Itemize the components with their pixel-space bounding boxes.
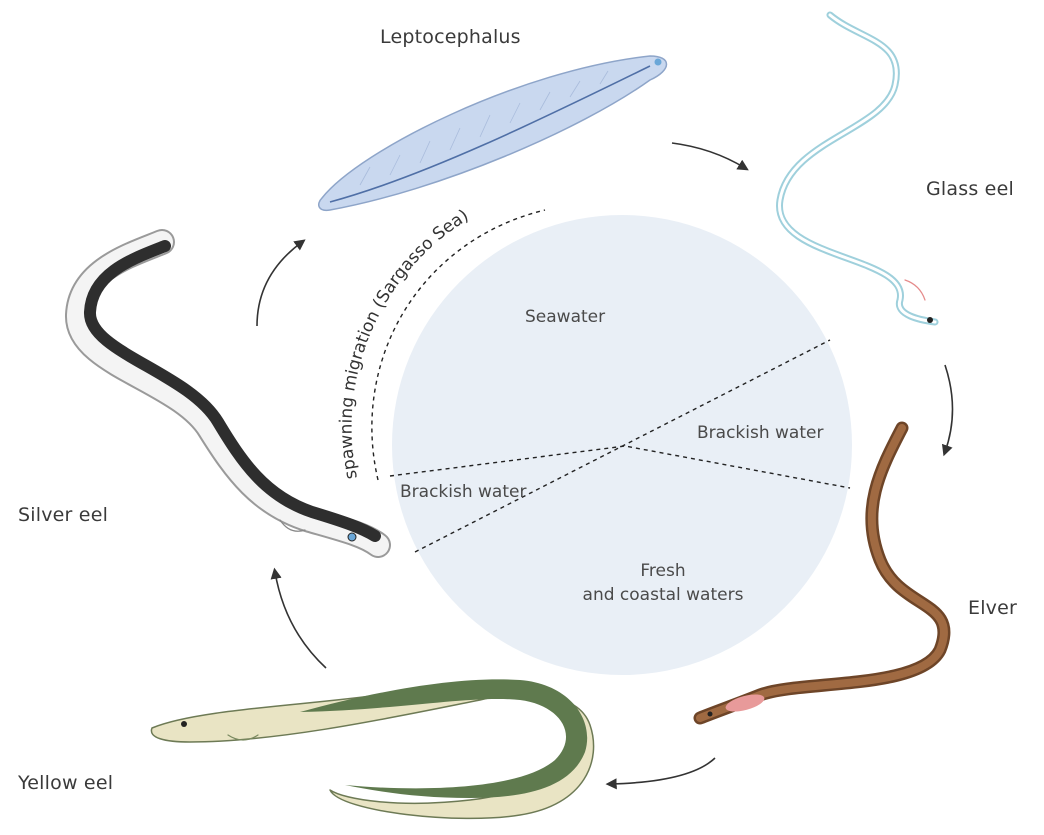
zone-fresh-line1: Fresh	[548, 561, 778, 581]
arrow-glass-to-elver	[945, 365, 953, 452]
zone-brackish-left: Brackish water	[400, 482, 526, 502]
glass-eel-illustration	[779, 15, 935, 323]
water-zones-circle	[392, 215, 852, 675]
label-silver-eel: Silver eel	[18, 504, 108, 526]
arrow-yellow-to-silver	[275, 572, 326, 668]
label-yellow-eel: Yellow eel	[18, 772, 113, 794]
label-elver: Elver	[968, 597, 1017, 619]
silver-eel-illustration	[78, 242, 378, 545]
leptocephalus-larva-illustration	[319, 56, 667, 210]
arrow-lepto-to-glass	[672, 143, 745, 168]
label-leptocephalus: Leptocephalus	[380, 26, 521, 48]
arrow-elver-to-yellow	[610, 758, 715, 784]
arrow-silver-to-lepto	[257, 242, 302, 326]
zone-seawater: Seawater	[525, 307, 605, 327]
zone-brackish-right: Brackish water	[697, 423, 823, 443]
yellow-eel-illustration	[151, 679, 593, 818]
zone-fresh-line2: and coastal waters	[548, 585, 778, 605]
label-glass-eel: Glass eel	[926, 178, 1014, 200]
